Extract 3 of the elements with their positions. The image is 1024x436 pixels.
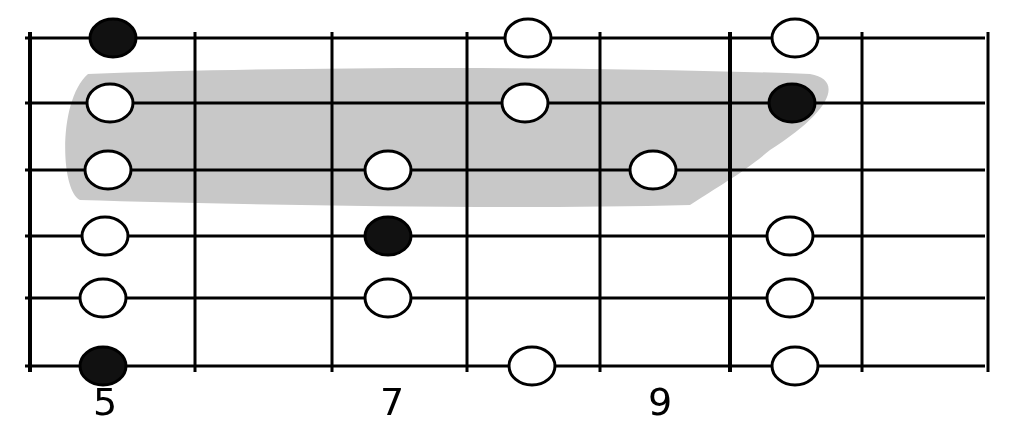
fret-number: 7 xyxy=(379,380,405,424)
fret-number: 5 xyxy=(92,380,118,424)
fret-number: 9 xyxy=(647,380,673,424)
